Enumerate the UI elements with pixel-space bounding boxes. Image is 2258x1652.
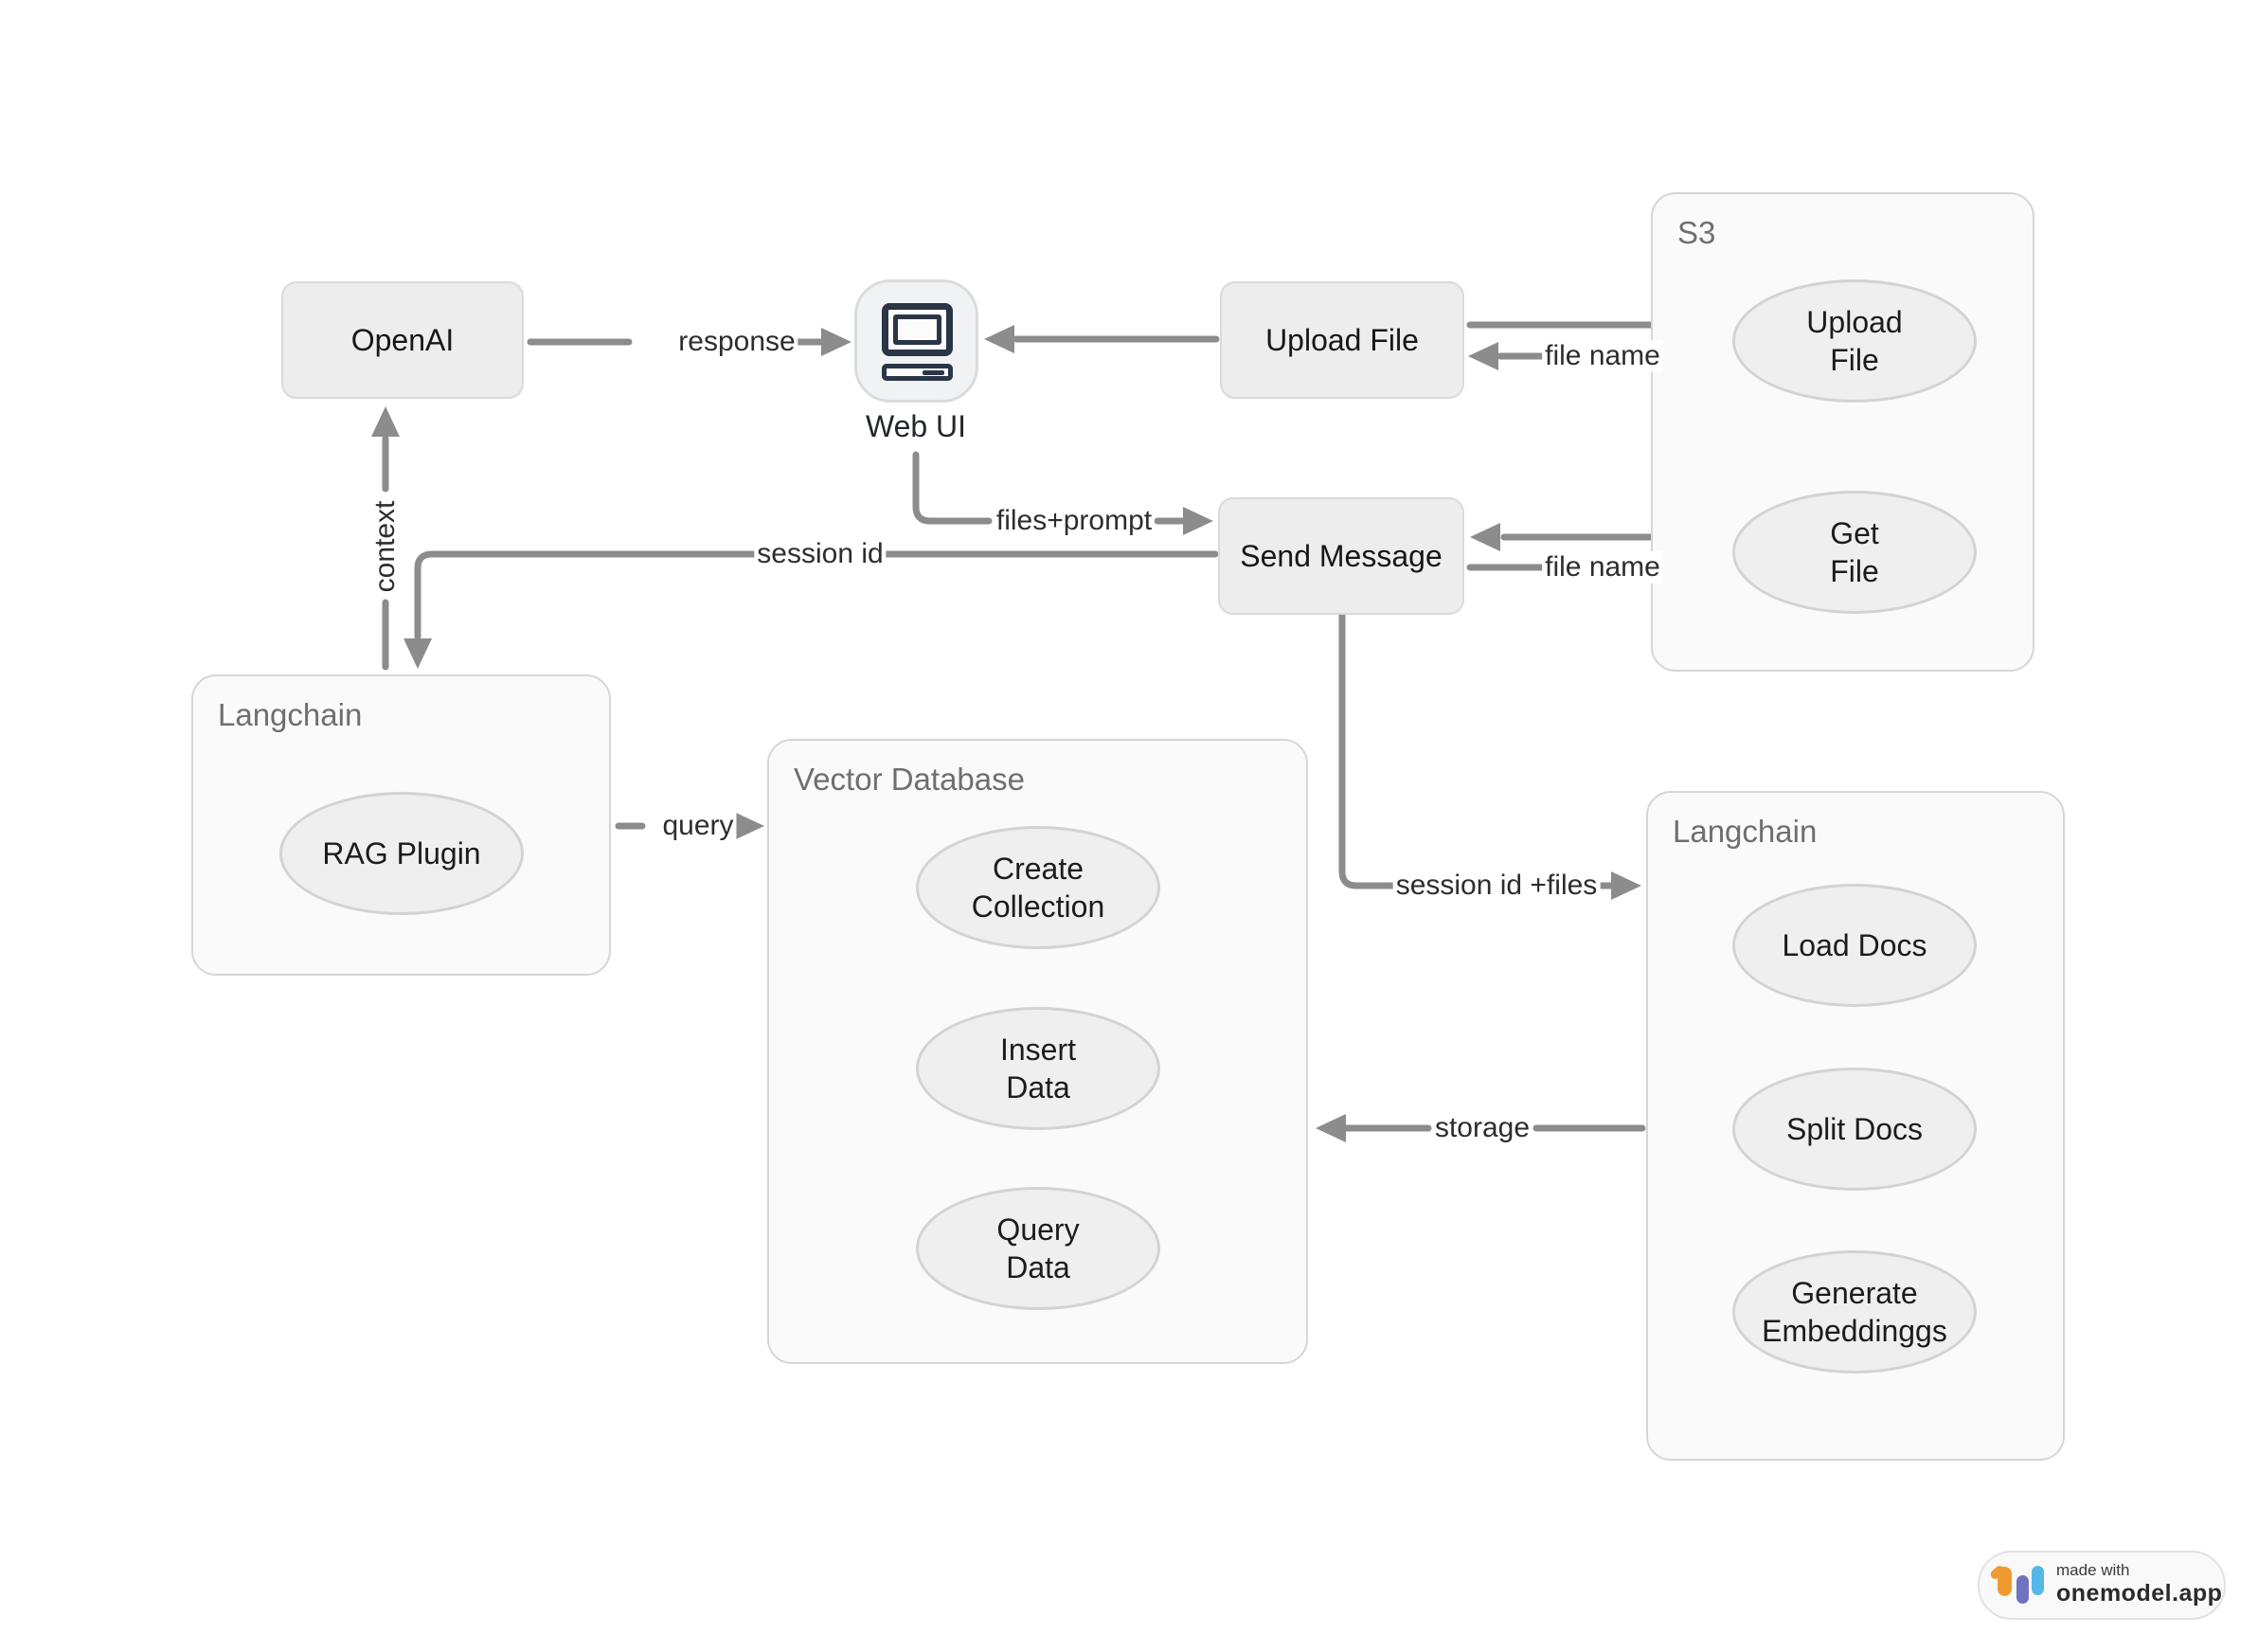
node-web-ui[interactable] (854, 279, 978, 403)
container-s3-label: S3 (1677, 215, 1716, 250)
ellipse-create-collection-line2: Collection (971, 889, 1105, 924)
ellipse-load-docs[interactable]: Load Docs (1732, 884, 1977, 1007)
logo-bar-purple (2016, 1575, 2029, 1604)
ellipse-load-docs-line1: Load Docs (1782, 928, 1927, 962)
edge-session-id-files-line-a (1338, 611, 1398, 889)
node-upload-file[interactable]: Upload File (1220, 281, 1464, 399)
edge-label-context: context (369, 497, 402, 596)
logo-bar-blue (2032, 1566, 2044, 1595)
container-langchain-left-label: Langchain (218, 697, 363, 732)
ellipse-insert-data-line1: Insert (999, 1032, 1077, 1067)
ellipse-query-data-line2: Data (1006, 1250, 1070, 1284)
container-vector-database-label: Vector Database (794, 762, 1025, 797)
edge-label-session-id-files: session id +files (1392, 870, 1601, 902)
edge-getfile-arrowhead (1470, 523, 1500, 551)
ellipse-query-data-line1: Query (996, 1212, 1080, 1247)
ellipse-rag-plugin[interactable]: RAG Plugin (279, 792, 524, 915)
ellipse-query-data[interactable]: Query Data (916, 1187, 1160, 1310)
node-send-message-label: Send Message (1240, 538, 1443, 573)
node-openai[interactable]: OpenAI (281, 281, 524, 399)
ellipse-s3-upload-file[interactable]: Upload File (1732, 279, 1977, 403)
computer-slot-icon (923, 370, 944, 375)
edge-label-session-id: session id (754, 538, 887, 570)
edge-context-arrowhead (371, 406, 400, 437)
ellipse-insert-data-line2: Data (1006, 1070, 1070, 1104)
node-openai-label: OpenAI (350, 322, 455, 357)
ellipse-create-collection-line1: Create (992, 852, 1084, 886)
node-send-message[interactable]: Send Message (1218, 497, 1464, 615)
ellipse-s3-get-file-line1: Get (1830, 516, 1879, 550)
edge-response-arrowhead (821, 328, 851, 356)
computer-monitor-icon (882, 303, 953, 356)
ellipse-split-docs-line1: Split Docs (1785, 1112, 1924, 1146)
ellipse-insert-data[interactable]: Insert Data (916, 1007, 1160, 1130)
node-upload-file-label: Upload File (1265, 322, 1419, 357)
ellipse-split-docs[interactable]: Split Docs (1732, 1068, 1977, 1191)
onemodel-badge[interactable]: made with onemodel.app (1978, 1551, 2226, 1620)
ellipse-s3-get-file-line2: File (1830, 554, 1879, 588)
badge-text: made with onemodel.app (2056, 1561, 2222, 1607)
edge-files-prompt-arrowhead (1183, 507, 1213, 535)
badge-made-with: made with (2056, 1561, 2130, 1579)
edge-label-query: query (659, 810, 737, 842)
ellipse-s3-upload-file-line1: Upload (1806, 305, 1903, 339)
ellipse-rag-plugin-line1: RAG Plugin (322, 836, 481, 871)
node-web-ui-label: Web UI (865, 409, 967, 443)
edge-label-storage: storage (1431, 1112, 1533, 1144)
edge-storage-arrowhead (1316, 1114, 1346, 1142)
computer-base-icon (882, 364, 953, 381)
edge-files-prompt-line-a (912, 451, 993, 525)
edge-session-id-files-arrowhead (1611, 871, 1641, 900)
ellipse-generate-embeddings-line1: Generate (1791, 1276, 1918, 1310)
edge-label-file-name-upload: file name (1542, 340, 1663, 372)
container-langchain-right-label: Langchain (1673, 814, 1818, 849)
edge-session-id-line-b (414, 550, 760, 640)
onemodel-logo-icon (1988, 1564, 2045, 1608)
edge-label-response: response (675, 326, 798, 358)
ellipse-s3-upload-file-line2: File (1830, 343, 1879, 377)
logo-bar-orange (1988, 1564, 2012, 1596)
ellipse-generate-embeddings-line2: Embeddinggs (1762, 1314, 1947, 1348)
edge-label-files-prompt: files+prompt (993, 505, 1156, 537)
edge-file-name-upload-arrowhead (1468, 342, 1498, 370)
edge-label-file-name-get: file name (1542, 551, 1663, 584)
edge-upload-to-webui-arrowhead (984, 325, 1014, 353)
ellipse-s3-get-file[interactable]: Get File (1732, 491, 1977, 614)
logo-bar-orange-flag (1988, 1564, 2007, 1581)
ellipse-create-collection[interactable]: Create Collection (916, 826, 1160, 949)
badge-brand: onemodel.app (2056, 1580, 2223, 1607)
computer-screen-icon (893, 314, 941, 345)
ellipse-generate-embeddings[interactable]: Generate Embeddinggs (1732, 1250, 1977, 1374)
edge-query-arrowhead (734, 812, 764, 840)
edge-session-id-arrowhead (403, 638, 432, 669)
